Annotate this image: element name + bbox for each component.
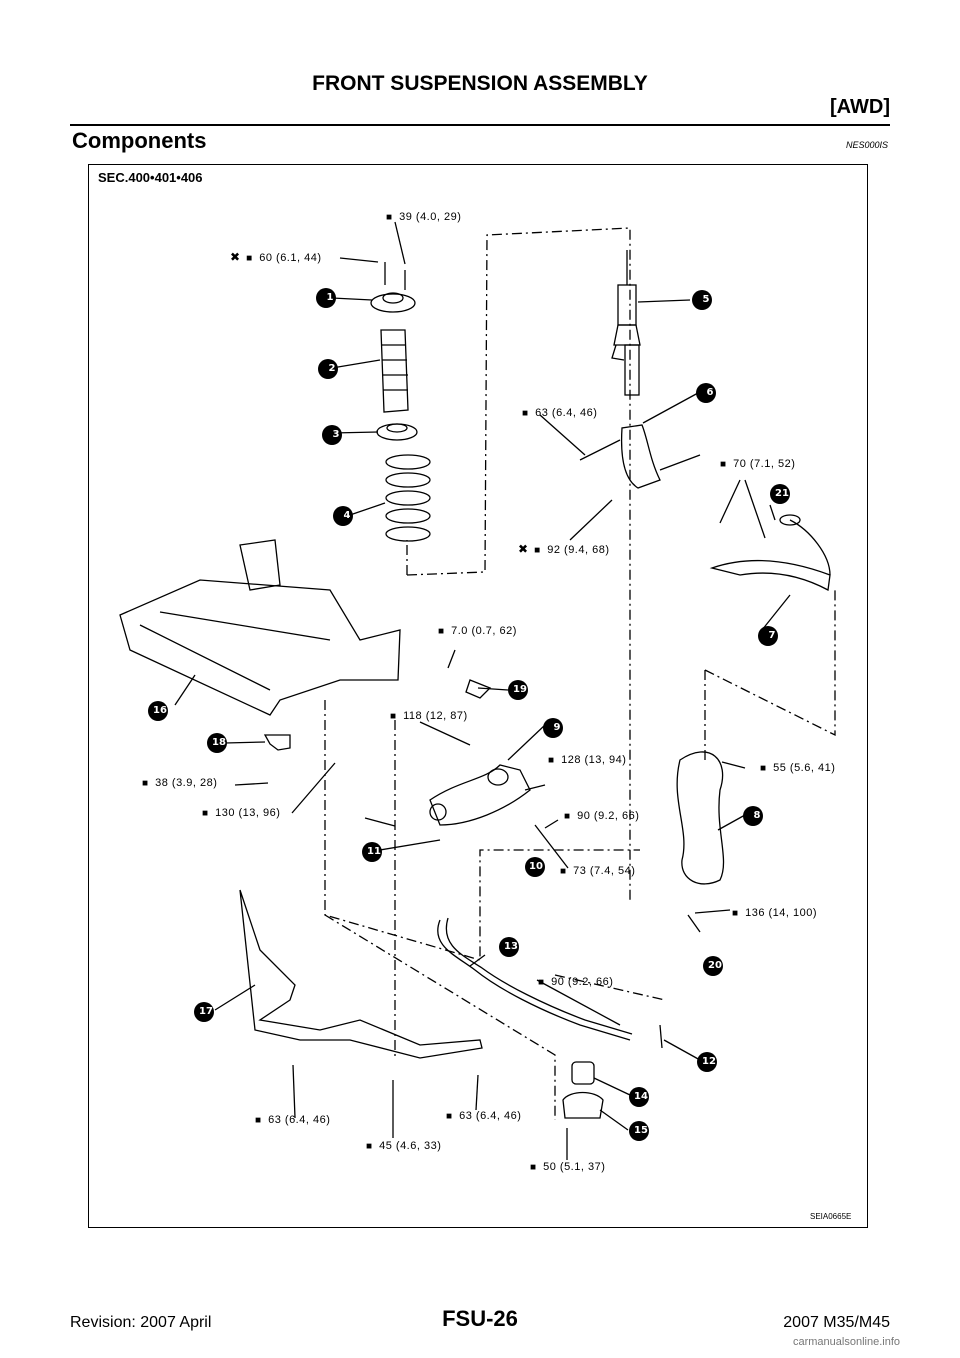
footer-model: 2007 M35/M45 [783,1314,890,1331]
steering-knuckle-part [676,751,725,885]
never-reuse-icon: ✖ [230,250,241,264]
callout-17: 17 [199,1006,213,1017]
torque-label: ✖ ■ 60 (6.1, 44) [230,250,322,264]
diagram-sec-label: SEC.400•401•406 [98,170,203,185]
coil-spring-part [385,454,431,542]
callout-3: 3 [332,429,340,440]
callout-9: 9 [553,722,561,733]
torque-wrench-icon: ■ [142,778,149,789]
shock-absorber-part [611,250,641,396]
bound-bumper-part [380,329,409,413]
callout-11: 11 [367,846,381,857]
stabilizer-bar-part [437,919,631,1041]
torque-wrench-icon: ■ [538,977,545,988]
guide-line-lower [324,700,640,961]
diagram-image-id: SEIA0665E [810,1212,852,1221]
callout-21: 21 [775,488,789,499]
member-stay-part [239,889,483,1059]
torque-wrench-icon: ■ [390,711,397,722]
callout-8: 8 [753,810,761,821]
torque-label: ■ 50 (5.1, 37) [530,1161,606,1173]
torque-wrench-icon: ■ [732,908,739,919]
torque-wrench-icon: ■ [720,459,727,470]
callout-12: 12 [702,1056,716,1067]
callout-13: 13 [504,941,518,952]
torque-label: ✖ ■ 92 (9.4, 68) [518,542,610,556]
torque-label: ■ 128 (13, 94) [548,754,627,766]
torque-label: ■ 90 (9.2, 66) [538,976,614,988]
never-reuse-icon: ✖ [518,542,529,556]
torque-label: ■ 90 (9.2, 66) [564,810,640,822]
callout-5: 5 [702,294,710,305]
section-code: NES000IS [845,140,888,150]
torque-label: ■ 118 (12, 87) [390,710,468,722]
torque-wrench-icon: ■ [386,212,393,223]
strut-bracket-part [620,424,661,489]
callout-16: 16 [153,705,167,716]
watermark: carmanualsonline.info [792,1336,900,1348]
connecting-rod-part [659,1024,663,1049]
diagram-frame [88,164,868,1228]
torque-wrench-icon: ■ [202,808,209,819]
callout-markers [148,288,790,1141]
torque-label: ■ 73 (7.4, 54) [560,865,636,877]
cotter-pin-part [687,914,701,933]
page-header-title: FRONT SUSPENSION ASSEMBLY [312,72,648,95]
torque-label: ■ 63 (6.4, 46) [446,1110,522,1122]
strut-mount-part [370,293,416,313]
torque-wrench-icon: ■ [446,1111,453,1122]
torque-label: ■ 63 (6.4, 46) [522,407,598,419]
torque-label: ■ 70 (7.1, 52) [720,458,796,470]
page-header-subtitle: [AWD] [830,96,890,118]
callout-1: 1 [326,292,334,303]
torque-label: ■ 7.0 (0.7, 62) [438,625,517,637]
callout-18: 18 [212,737,226,748]
bracket-part-19 [465,679,492,699]
callout-14: 14 [634,1091,648,1102]
guide-line-strut [406,227,631,900]
torque-wrench-icon: ■ [366,1141,373,1152]
callout-6: 6 [706,387,714,398]
torque-label: ■ 136 (14, 100) [732,907,818,919]
bracket-part-18 [263,734,291,751]
callout-19: 19 [513,684,527,695]
torque-label: ■ 38 (3.9, 28) [142,777,218,789]
header-rule [70,124,890,126]
callout-7: 7 [768,630,776,641]
callout-15: 15 [634,1125,648,1136]
torque-label: ■ 45 (4.6, 33) [366,1140,442,1152]
torque-wrench-icon: ■ [246,253,253,264]
torque-label: ■ 39 (4.0, 29) [386,211,462,223]
guide-line-upper-arm [704,590,836,737]
torque-wrench-icon: ■ [548,755,555,766]
stabilizer-bushing-part [571,1061,595,1085]
torque-label: ■ 130 (13, 96) [202,807,281,819]
torque-wrench-icon: ■ [255,1115,262,1126]
footer-revision: Revision: 2007 April [70,1314,212,1331]
callout-2: 2 [328,363,336,374]
torque-wrench-icon: ■ [760,763,767,774]
torque-label: ■ 55 (5.6, 41) [760,762,836,774]
footer-page-number: FSU-26 [442,1306,518,1331]
lower-link-part [429,764,531,826]
torque-wrench-icon: ■ [564,811,571,822]
torque-wrench-icon: ■ [438,626,445,637]
callout-10: 10 [529,861,543,872]
callout-20: 20 [708,960,722,971]
torque-label: ■ 63 (6.4, 46) [255,1114,331,1126]
section-title: Components [72,128,207,153]
torque-wrench-icon: ■ [522,408,529,419]
torque-wrench-icon: ■ [534,545,541,556]
torque-wrench-icon: ■ [560,866,567,877]
torque-wrench-icon: ■ [530,1162,537,1173]
front-suspension-member-part [119,579,401,716]
callout-4: 4 [343,510,351,521]
stabilizer-clamp-part [562,1091,604,1119]
